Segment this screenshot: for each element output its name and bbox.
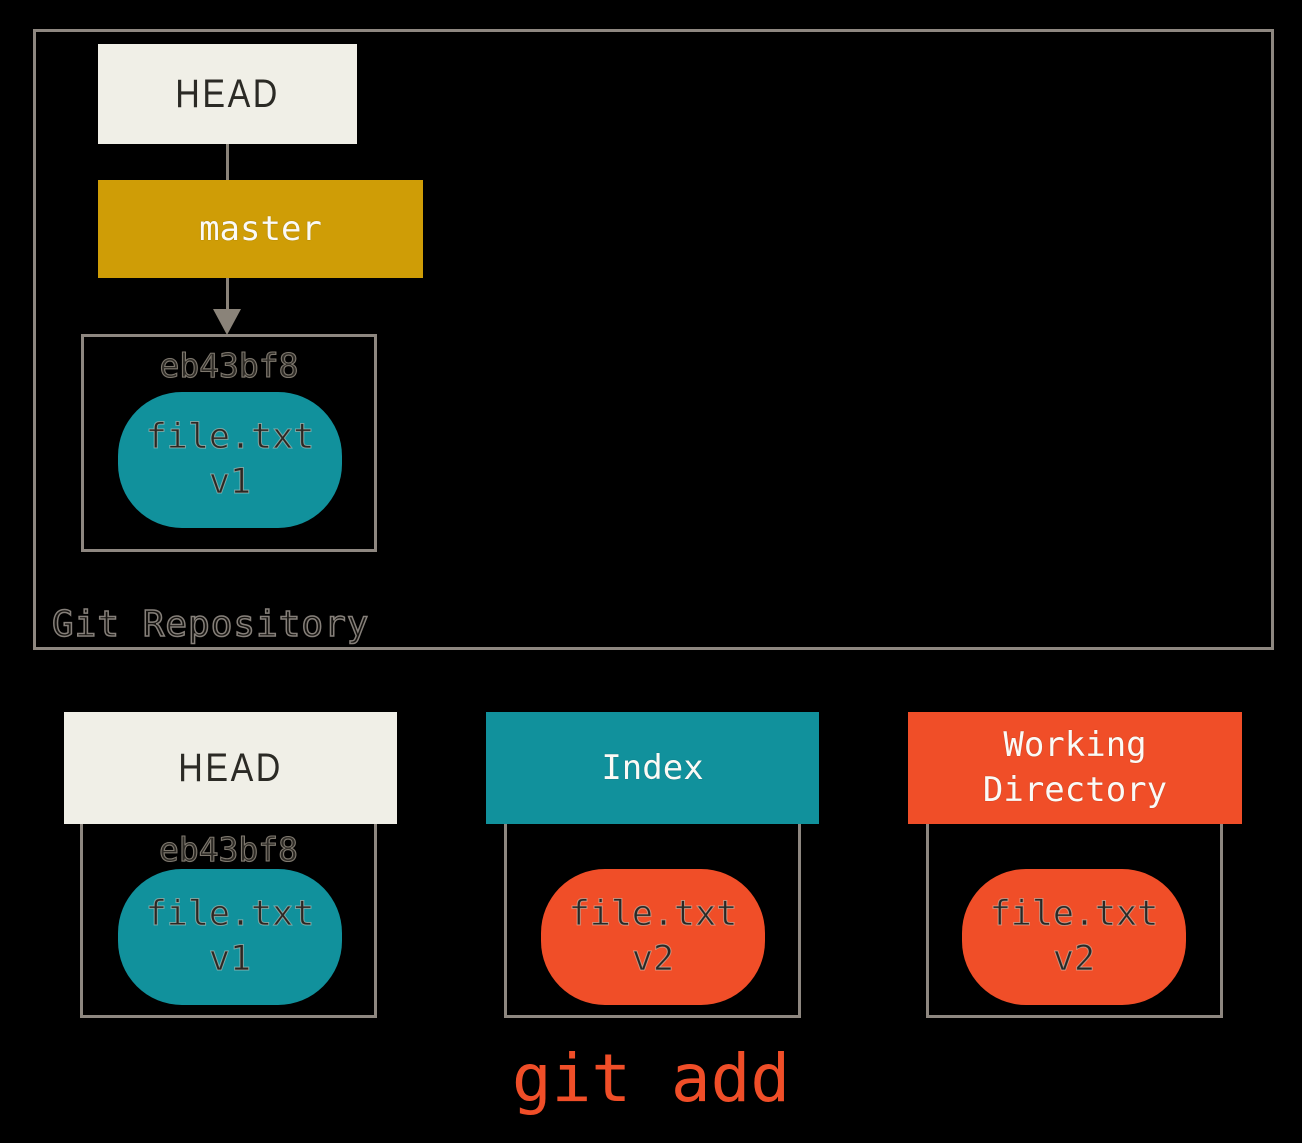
head-area-box <box>80 820 377 1018</box>
commit-box <box>81 334 377 552</box>
working-directory-area-header: Working Directory <box>908 712 1242 824</box>
file-blob-version: v1 <box>208 462 252 503</box>
head-ref-label: HEAD <box>175 71 280 116</box>
file-blob-name: file.txt <box>145 894 315 935</box>
commit-id: eb43bf8 <box>159 345 299 385</box>
git-add-command-label: git add <box>511 1040 791 1117</box>
head-area-title: HEAD <box>178 745 283 790</box>
connector-master-to-commit <box>226 278 229 312</box>
git-repository-box <box>33 29 1274 650</box>
file-blob-version: v1 <box>208 939 252 980</box>
file-blob-name: file.txt <box>989 894 1159 935</box>
connector-head-to-master <box>226 144 229 180</box>
arrow-down-icon <box>213 309 241 335</box>
index-area-box <box>504 820 801 1018</box>
master-branch-label: master <box>199 208 322 249</box>
file-blob-repo: file.txt v1 <box>118 392 342 528</box>
index-area-header: Index <box>486 712 819 824</box>
git-repository-label: Git Repository <box>51 603 370 646</box>
file-blob-version: v2 <box>1052 939 1096 980</box>
working-directory-area-box <box>926 820 1223 1018</box>
head-area-commit-id: eb43bf8 <box>158 829 299 869</box>
file-blob-name: file.txt <box>145 417 315 458</box>
head-ref-box: HEAD <box>98 44 357 144</box>
head-area-header: HEAD <box>64 712 397 824</box>
file-blob-index: file.txt v2 <box>541 869 765 1005</box>
working-directory-area-title: Working Directory <box>982 725 1168 810</box>
file-blob-version: v2 <box>631 939 675 980</box>
master-branch-box: master <box>98 180 423 278</box>
file-blob-name: file.txt <box>568 894 738 935</box>
file-blob-head: file.txt v1 <box>118 869 342 1005</box>
index-area-title: Index <box>601 747 704 788</box>
file-blob-working-directory: file.txt v2 <box>962 869 1186 1005</box>
